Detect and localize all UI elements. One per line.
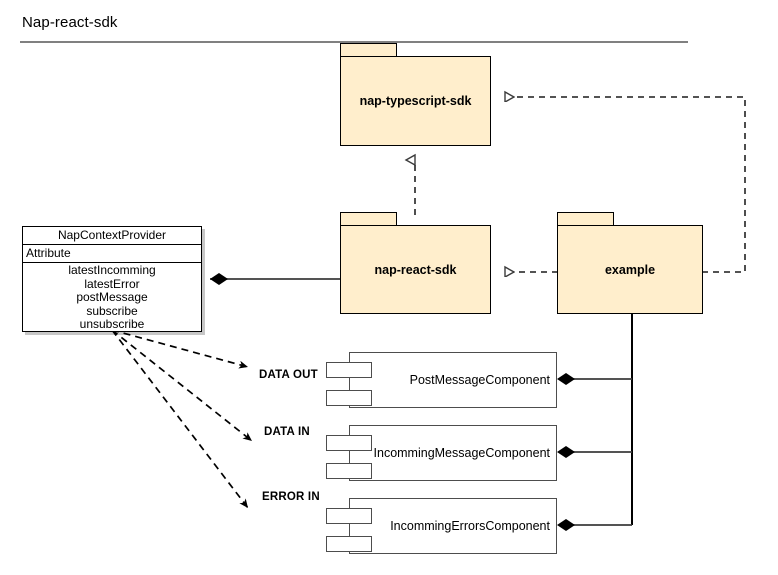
- edge-data-in: [111, 329, 253, 442]
- edge-label-data-in: DATA IN: [264, 426, 310, 438]
- package-label: nap-typescript-sdk: [359, 94, 472, 108]
- component-incomming-message[interactable]: IncommingMessageComponent: [349, 425, 557, 481]
- component-port-icon: [326, 362, 372, 378]
- component-post-message[interactable]: PostMessageComponent: [349, 352, 557, 408]
- edge-label-error-in: ERROR IN: [262, 491, 320, 503]
- package-body: nap-react-sdk: [340, 225, 491, 314]
- edge-label-data-out: DATA OUT: [259, 369, 318, 381]
- package-nap-typescript-sdk[interactable]: nap-typescript-sdk: [340, 43, 491, 146]
- class-member: unsubscribe: [79, 317, 145, 332]
- component-port-icon: [326, 508, 372, 524]
- class-members: latestIncomming latestError postMessage …: [23, 263, 201, 334]
- package-body: nap-typescript-sdk: [340, 56, 491, 146]
- component-port-icon: [326, 390, 372, 406]
- component-port-icon: [326, 435, 372, 451]
- package-tab-icon: [557, 212, 614, 225]
- package-tab-icon: [340, 212, 397, 225]
- component-port-icon: [326, 463, 372, 479]
- edge-data-out: [111, 329, 249, 369]
- package-example[interactable]: example: [557, 212, 703, 314]
- class-member: postMessage: [76, 290, 148, 305]
- edge-error-in: [111, 329, 249, 509]
- edge-provider-to-react: [210, 273, 341, 285]
- package-tab-icon: [340, 43, 397, 56]
- edge-example-spine: [557, 312, 633, 531]
- component-label: IncommingErrorsComponent: [390, 519, 550, 533]
- package-label: example: [604, 262, 656, 277]
- component-label: PostMessageComponent: [409, 373, 550, 387]
- package-body: example: [557, 225, 703, 314]
- class-section-attribute: Attribute: [23, 245, 201, 263]
- class-member: latestError: [84, 276, 140, 291]
- package-label: nap-react-sdk: [374, 262, 457, 277]
- class-title: NapContextProvider: [23, 227, 201, 245]
- class-member: latestIncomming: [68, 263, 156, 277]
- class-member: subscribe: [86, 303, 138, 318]
- package-nap-react-sdk[interactable]: nap-react-sdk: [340, 212, 491, 314]
- page-title: Nap-react-sdk: [22, 14, 118, 31]
- component-incomming-errors[interactable]: IncommingErrorsComponent: [349, 498, 557, 554]
- title-divider: [20, 41, 688, 43]
- component-port-icon: [326, 536, 372, 552]
- class-nap-context-provider[interactable]: NapContextProvider Attribute latestIncom…: [22, 226, 202, 332]
- component-label: IncommingMessageComponent: [373, 446, 550, 460]
